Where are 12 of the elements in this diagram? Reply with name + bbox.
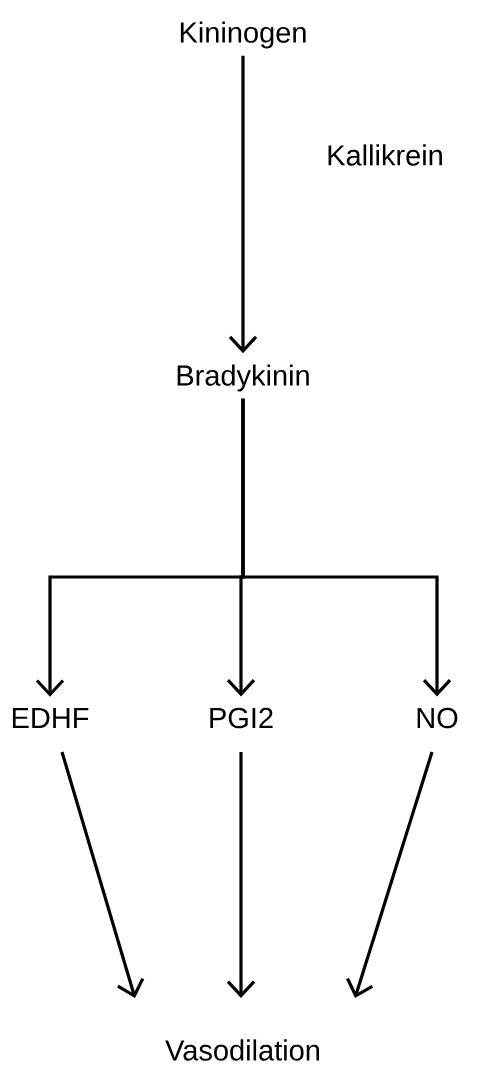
node-label: EDHF [12,708,89,728]
arrow [241,398,452,697]
node-label: Bradykinin [177,364,309,392]
arrow [346,751,434,998]
arrow [228,55,258,354]
edge-label: Kallikrein [328,144,442,166]
arrow [226,752,256,998]
node-label: Kininogen [180,21,306,49]
node-label: NO [417,707,458,729]
arrow [60,751,145,998]
node-label: PGI2 [210,707,273,729]
node-label: Vasodilation [165,1039,319,1061]
